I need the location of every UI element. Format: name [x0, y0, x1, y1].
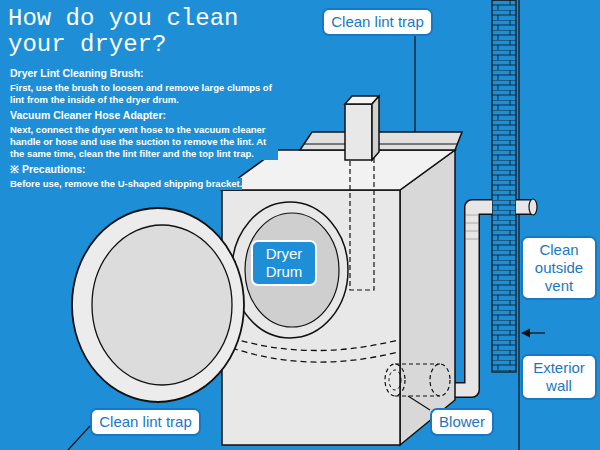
wall-arrow: [522, 332, 545, 333]
callout-box: Exterior wall: [521, 354, 597, 400]
page-title: How do you clean your dryer?: [8, 6, 298, 59]
callout-box: Clean lint trap: [322, 8, 433, 36]
dryer-front: [222, 190, 400, 445]
section-heading: Dryer Lint Cleaning Brush:: [10, 67, 144, 80]
callout-text: Dryer Drum: [260, 245, 308, 281]
lint-trap-handle-side: [372, 96, 379, 160]
brick-wall: [492, 0, 516, 372]
blower-hub: [389, 370, 401, 390]
callout-text: Clean lint trap: [99, 413, 192, 431]
door-opening: [232, 202, 348, 338]
leader-line: [68, 426, 90, 450]
control-console: [300, 132, 462, 150]
callout-box: Clean lint trap: [90, 408, 201, 436]
lint-trap-hidden: [232, 338, 398, 351]
instruction-column: Dryer Lint Cleaning Brush: First, use the…: [10, 64, 278, 190]
blower-end: [385, 364, 405, 396]
instruction-text: First, use the brush to loosen and remov…: [10, 82, 278, 106]
instruction-text: Before use, remove the U-shaped shipping…: [10, 178, 242, 190]
section-heading: ※ Precautions:: [10, 163, 86, 176]
callout-text: Exterior wall: [530, 359, 588, 395]
blower-end: [430, 364, 450, 396]
dryer-side: [400, 150, 455, 445]
wall-edge: [518, 0, 519, 450]
leader-line: [408, 396, 430, 410]
console-edge: [304, 144, 457, 145]
callout-text: Clean outside vent: [530, 241, 588, 295]
callout-box: Clean outside vent: [521, 236, 597, 300]
vent-opening: [529, 199, 537, 215]
callout-text: Clean lint trap: [331, 13, 424, 31]
dryer-door: [72, 208, 244, 402]
door-glass: [92, 225, 232, 385]
callout-text: Blower: [439, 413, 485, 431]
lint-trap-hidden: [232, 348, 398, 362]
duct-ribs: [466, 215, 478, 239]
lint-trap-handle: [345, 104, 372, 160]
section-heading: Vacuum Cleaner Hose Adapter:: [10, 109, 166, 122]
leader-line: [414, 36, 415, 132]
drum-label-box: Dryer Drum: [251, 240, 317, 286]
lint-filter-hidden: [350, 150, 374, 290]
callout-box: Blower: [430, 408, 494, 436]
instruction-text: Next, connect the dryer vent hose to the…: [10, 124, 278, 160]
drum-opening: [245, 213, 339, 327]
